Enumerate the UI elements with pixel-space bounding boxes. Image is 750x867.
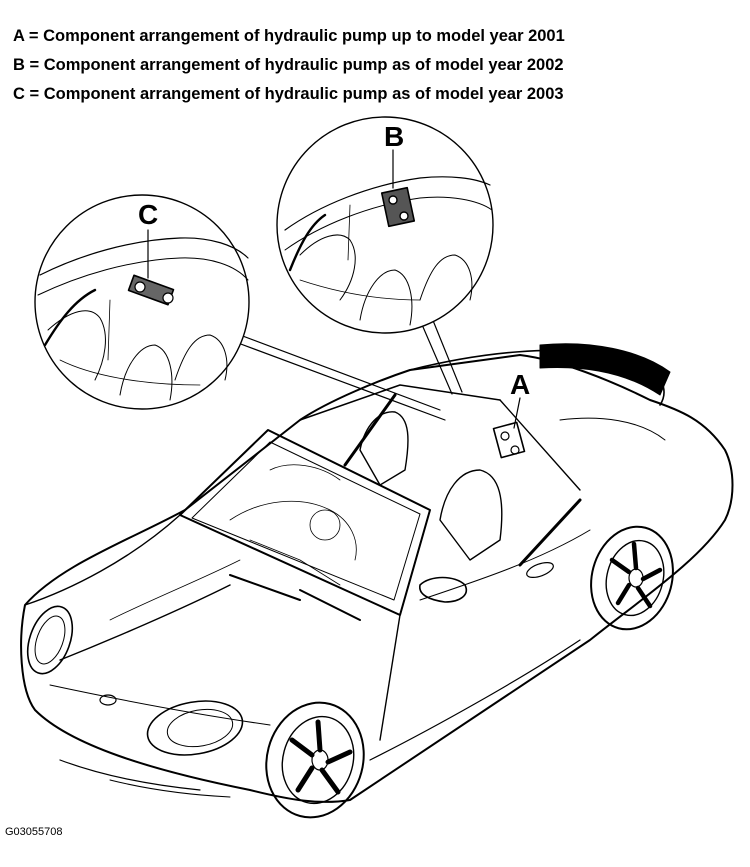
legend-c: C = Component arrangement of hydraulic p… — [13, 85, 564, 103]
detail-circle-b — [276, 116, 494, 334]
callout-b: B — [384, 121, 404, 152]
detail-circle-c — [34, 194, 250, 410]
callout-a: A — [510, 369, 530, 400]
legend-b: B = Component arrangement of hydraulic p… — [13, 56, 564, 74]
front-wheel — [265, 701, 365, 819]
figure-id: G03055708 — [5, 826, 63, 838]
legend-a: A = Component arrangement of hydraulic p… — [13, 27, 565, 45]
callout-a-leader — [513, 397, 521, 429]
leader-lines — [231, 317, 463, 421]
car-body — [20, 343, 734, 803]
rear-wheel — [590, 525, 674, 631]
legend: A = Component arrangement of hydraulic p… — [13, 22, 565, 109]
callout-c: C — [138, 199, 158, 230]
